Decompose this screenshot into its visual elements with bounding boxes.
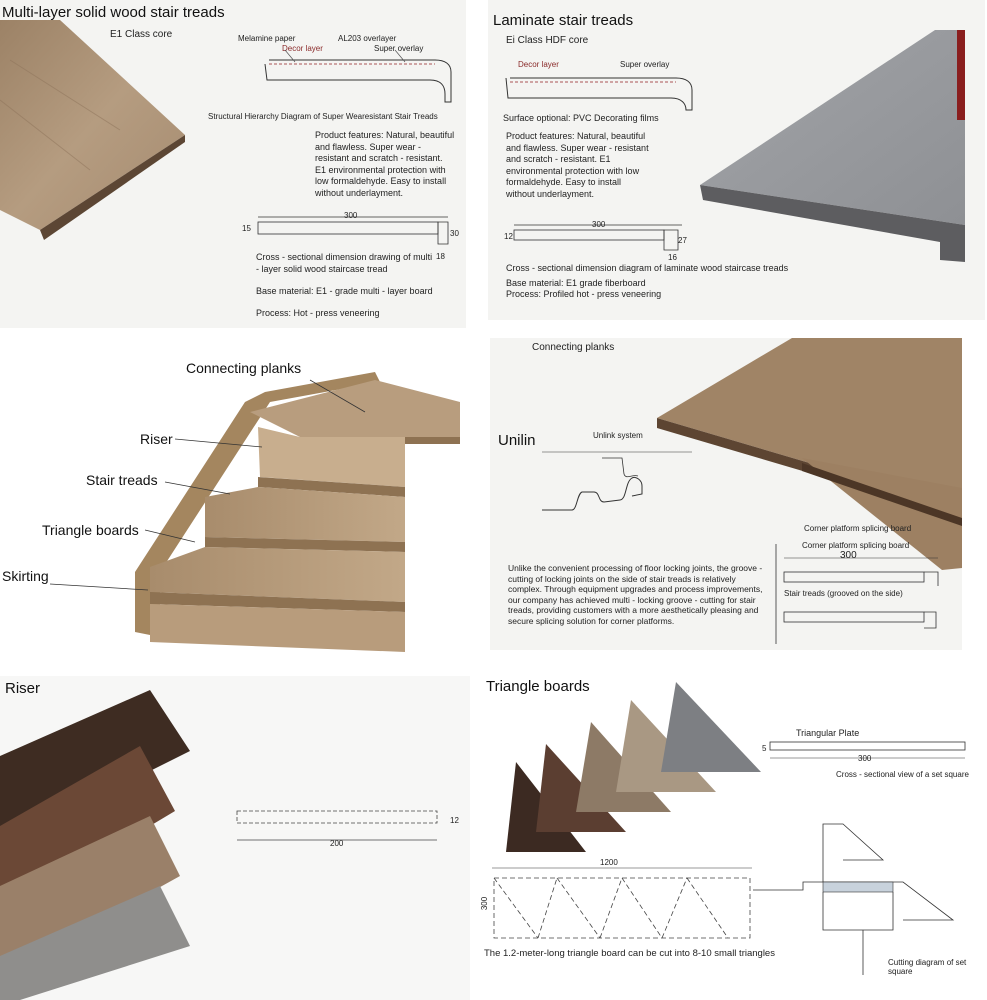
multilayer-cross-caption: Cross - sectional dimension drawing of m… [256,252,433,274]
set-square-section [769,741,966,759]
cutting-diagram [753,823,955,975]
multilayer-process: Process: Hot - press veneering [256,308,380,318]
stair-illustration [49,372,460,652]
label-skirting: Skirting [2,568,49,584]
triangle-cutting-layout [492,867,752,939]
panel-laminate: Laminate stair treads Ei Class HDF core … [488,0,985,320]
cutting-caption: Cutting diagram of set square [888,958,967,976]
dim-30: 30 [450,229,459,238]
unlink-system-label: Unlink system [593,431,643,440]
riser-dim-200: 200 [330,839,344,848]
laminate-process: Process: Profiled hot - press veneering [506,289,662,299]
grooved-label: Stair treads (grooved on the side) [784,589,903,598]
dim-300: 300 [344,211,358,220]
multilayer-features: Product features: Natural, beautiful and… [315,130,455,198]
laminate-base: Base material: E1 grade fiberboard [506,278,646,288]
laminate-core: Ei Class HDF core [506,35,589,46]
corner-label-2: Corner platform splicing board [802,541,910,550]
al203-label: AL203 overlayer [338,34,397,43]
triangle-boards-image [506,682,761,852]
laminate-dim-27: 27 [678,236,687,245]
triangle-dim-300: 300 [858,754,872,763]
label-triangle-boards: Triangle boards [42,522,139,538]
panel-triangle-boards: Triangle boards Triangular Plate 5 300 C… [478,674,987,1000]
label-stair-treads: Stair treads [86,472,158,488]
label-connecting-planks: Connecting planks [186,360,302,376]
triangle-dim-5: 5 [762,744,767,753]
set-square-caption: Cross - sectional view of a set square [836,770,969,779]
dim-15: 15 [242,224,251,233]
riser-title: Riser [5,680,41,697]
laminate-dim-16: 16 [668,253,677,262]
triangular-plate-label: Triangular Plate [796,728,860,738]
riser-boards-image [0,690,190,1000]
panel-stair-components: Connecting planks Riser Stair treads Tri… [0,342,470,660]
connecting-description: Unlike the convenient processing of floo… [508,563,763,626]
multilayer-board-image [0,20,185,240]
layer-profile-diagram [264,49,452,103]
groove-cross-section [775,544,939,644]
connecting-planks-image [657,338,962,570]
connecting-dim-300: 300 [840,550,857,561]
decor-layer-label: Decor layer [282,44,323,53]
laminate-board-image [700,30,965,262]
laminate-overlay-label: Super overlay [620,60,670,69]
laminate-title: Laminate stair treads [493,12,634,29]
cut-caption: The 1.2-meter-long triangle board can be… [484,948,775,959]
super-overlay-label: Super overlay [374,44,424,53]
panel-connecting-planks: Connecting planks Unilin Unlink system C… [490,338,962,650]
unilin-profile-diagram [542,451,692,511]
laminate-layer-diagram [505,77,693,111]
multilayer-title: Multi-layer solid wood stair treads [2,4,225,21]
laminate-decor-label: Decor layer [518,60,559,69]
panel-riser: Riser 12 200 [0,676,470,1000]
corner-label-1: Corner platform splicing board [804,524,912,533]
panel-multilayer: Multi-layer solid wood stair treads E1 C… [0,0,466,328]
riser-dim-12: 12 [450,816,459,825]
riser-dimension-diagram [236,810,438,841]
dim-18: 18 [436,252,445,261]
laminate-cross-section [513,224,682,251]
multilayer-base: Base material: E1 - grade multi - layer … [256,286,433,296]
laminate-cross-caption: Cross - sectional dimension diagram of l… [506,263,789,273]
laminate-dim-12: 12 [504,232,513,241]
multilayer-cross-section [257,216,449,245]
unilin-label: Unilin [498,432,536,449]
laminate-dim-300: 300 [592,220,606,229]
melamine-label: Melamine paper [238,34,296,43]
laminate-features: Product features: Natural, beautiful and… [506,131,649,199]
triangle-title: Triangle boards [486,678,590,695]
structural-caption: Structural Hierarchy Diagram of Super We… [208,112,438,121]
multilayer-core: E1 Class core [110,29,173,40]
label-riser: Riser [140,431,173,447]
triangle-dim-1200: 1200 [600,858,618,867]
laminate-surface: Surface optional: PVC Decorating films [503,113,659,123]
connecting-title: Connecting planks [532,342,615,353]
